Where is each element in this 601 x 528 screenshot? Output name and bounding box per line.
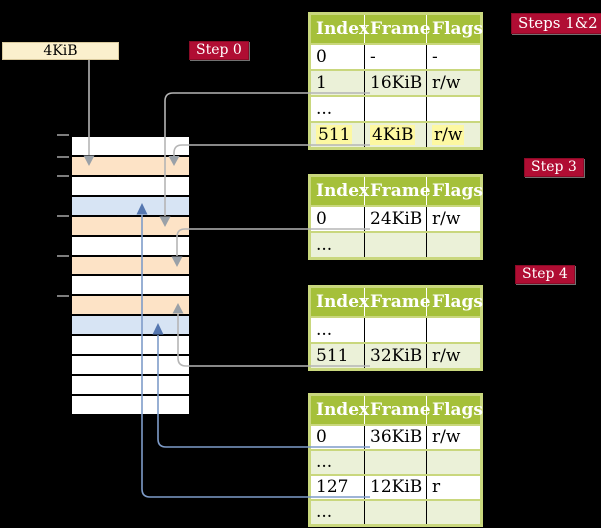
memory-row-11-white [72, 354, 189, 375]
label-steps-1-2: Steps 1&2 [511, 13, 601, 34]
table-row: ... [311, 95, 480, 121]
cell-flags [427, 233, 480, 257]
cell-index: 511 [311, 123, 365, 147]
memory-row-6-peach [72, 254, 189, 275]
label-step-4: Step 4 [515, 265, 575, 284]
header-flags: Flags [432, 19, 483, 39]
address-tick [57, 295, 69, 297]
header-frame: Frame [365, 288, 431, 316]
table-header: Index Frame Flags [311, 177, 483, 205]
table-row: 1 16KiB r/w [311, 69, 480, 95]
header-flags: Flags [432, 292, 483, 312]
memory-row-4-peach [72, 214, 189, 235]
table-header: Index Frame Flags [311, 15, 483, 43]
label-step-0: Step 0 [189, 41, 249, 60]
table-row: ... [311, 449, 480, 474]
cell-flags [427, 501, 480, 524]
memory-row-2-white [72, 174, 189, 195]
cell-frame: 4KiB [365, 123, 427, 147]
header-index: Index [311, 177, 369, 205]
memory-row-9-blue [72, 314, 189, 335]
cell-frame: 32KiB [365, 344, 427, 368]
cell-index: ... [311, 451, 365, 474]
header-index: Index [311, 15, 369, 43]
cell-index: 0 [311, 45, 365, 69]
memory-row-8-peach [72, 294, 189, 315]
cell-frame [365, 97, 427, 121]
memory-row-12-white [72, 374, 189, 394]
cell-index: 511 [311, 344, 365, 368]
cell-flags [427, 451, 480, 474]
header-frame: Frame [365, 396, 431, 424]
cell-index: 1 [311, 71, 365, 95]
address-tick [57, 134, 69, 136]
cell-frame: 24KiB [365, 207, 427, 231]
cell-frame: - [365, 45, 427, 69]
address-tick [57, 175, 69, 177]
page-table-step-4: Index Frame Flags ... 511 32KiB r/w [308, 285, 483, 371]
memory-row-13-white [72, 393, 189, 414]
address-tick [57, 156, 69, 158]
address-tick [57, 255, 69, 257]
highlight-mark: 4KiB [370, 125, 416, 145]
header-flags: Flags [432, 181, 483, 201]
cell-index: ... [311, 97, 365, 121]
table-row: ... [311, 316, 480, 342]
cell-index: 0 [311, 207, 365, 231]
header-frame: Frame [365, 177, 431, 205]
frame-size-note: 4KiB [2, 42, 119, 60]
cell-flags: r/w [427, 71, 480, 95]
highlight-mark: r/w [432, 125, 465, 145]
cell-frame [365, 501, 427, 524]
table-header: Index Frame Flags [311, 396, 483, 424]
memory-row-0-white [72, 137, 189, 155]
cell-frame [365, 233, 427, 257]
cell-flags: r/w [427, 426, 480, 449]
page-table-step-3: Index Frame Flags 0 24KiB r/w ... [308, 174, 483, 260]
cell-flags: r/w [427, 207, 480, 231]
cell-flags: r/w [427, 344, 480, 368]
cell-index: 127 [311, 476, 365, 499]
highlight-mark: 511 [316, 125, 353, 145]
table-row: 511 32KiB r/w [311, 342, 480, 368]
memory-column [70, 135, 191, 416]
memory-row-7-white [72, 274, 189, 295]
cell-index: ... [311, 501, 365, 524]
cell-index: ... [311, 318, 365, 342]
page-table-final: Index Frame Flags 0 36KiB r/w ... 127 12… [308, 393, 483, 527]
table-header: Index Frame Flags [311, 288, 483, 316]
table-row: ... [311, 231, 480, 257]
memory-row-10-white [72, 334, 189, 355]
page-table-steps-1-2: Index Frame Flags 0 - - 1 16KiB r/w ... … [308, 12, 483, 150]
cell-frame [365, 451, 427, 474]
cell-frame: 36KiB [365, 426, 427, 449]
table-row-highlighted: 511 4KiB r/w [311, 121, 480, 147]
cell-flags: - [427, 45, 480, 69]
cell-frame [365, 318, 427, 342]
cell-flags [427, 97, 480, 121]
header-index: Index [311, 396, 369, 424]
address-tick [57, 215, 69, 217]
cell-flags: r [427, 476, 480, 499]
header-frame: Frame [365, 15, 431, 43]
label-step-3: Step 3 [524, 158, 584, 177]
table-row: 0 36KiB r/w [311, 424, 480, 449]
table-row: ... [311, 499, 480, 524]
table-row: 0 24KiB r/w [311, 205, 480, 231]
cell-flags: r/w [427, 123, 480, 147]
header-flags: Flags [432, 400, 483, 420]
table-row: 127 12KiB r [311, 474, 480, 499]
cell-flags [427, 318, 480, 342]
header-index: Index [311, 288, 369, 316]
table-row: 0 - - [311, 43, 480, 69]
memory-row-3-blue [72, 194, 189, 215]
cell-frame: 16KiB [365, 71, 427, 95]
cell-index: ... [311, 233, 365, 257]
cell-index: 0 [311, 426, 365, 449]
memory-row-5-white [72, 234, 189, 255]
memory-row-1-peach [72, 154, 189, 175]
cell-frame: 12KiB [365, 476, 427, 499]
